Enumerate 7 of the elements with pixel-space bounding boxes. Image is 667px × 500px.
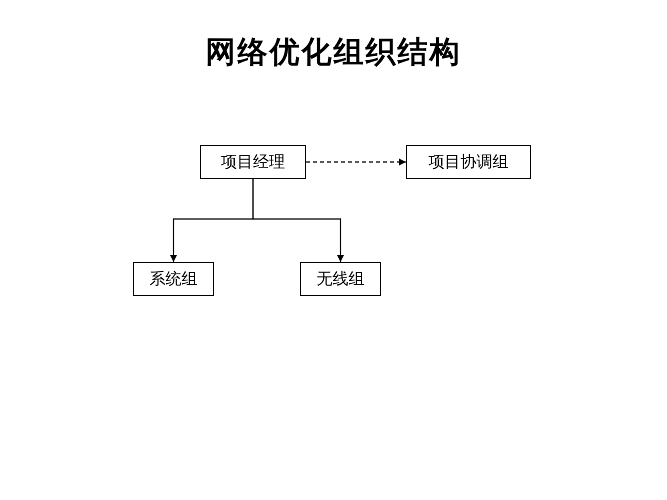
org-box: 项目协调组 [406,145,531,179]
arrow [306,158,406,166]
org-box: 项目经理 [200,145,306,179]
org-box: 系统组 [133,262,214,296]
arrow [252,179,344,262]
org-box: 无线组 [300,262,381,296]
diagram-title: 网络优化组织结构 [204,34,462,72]
